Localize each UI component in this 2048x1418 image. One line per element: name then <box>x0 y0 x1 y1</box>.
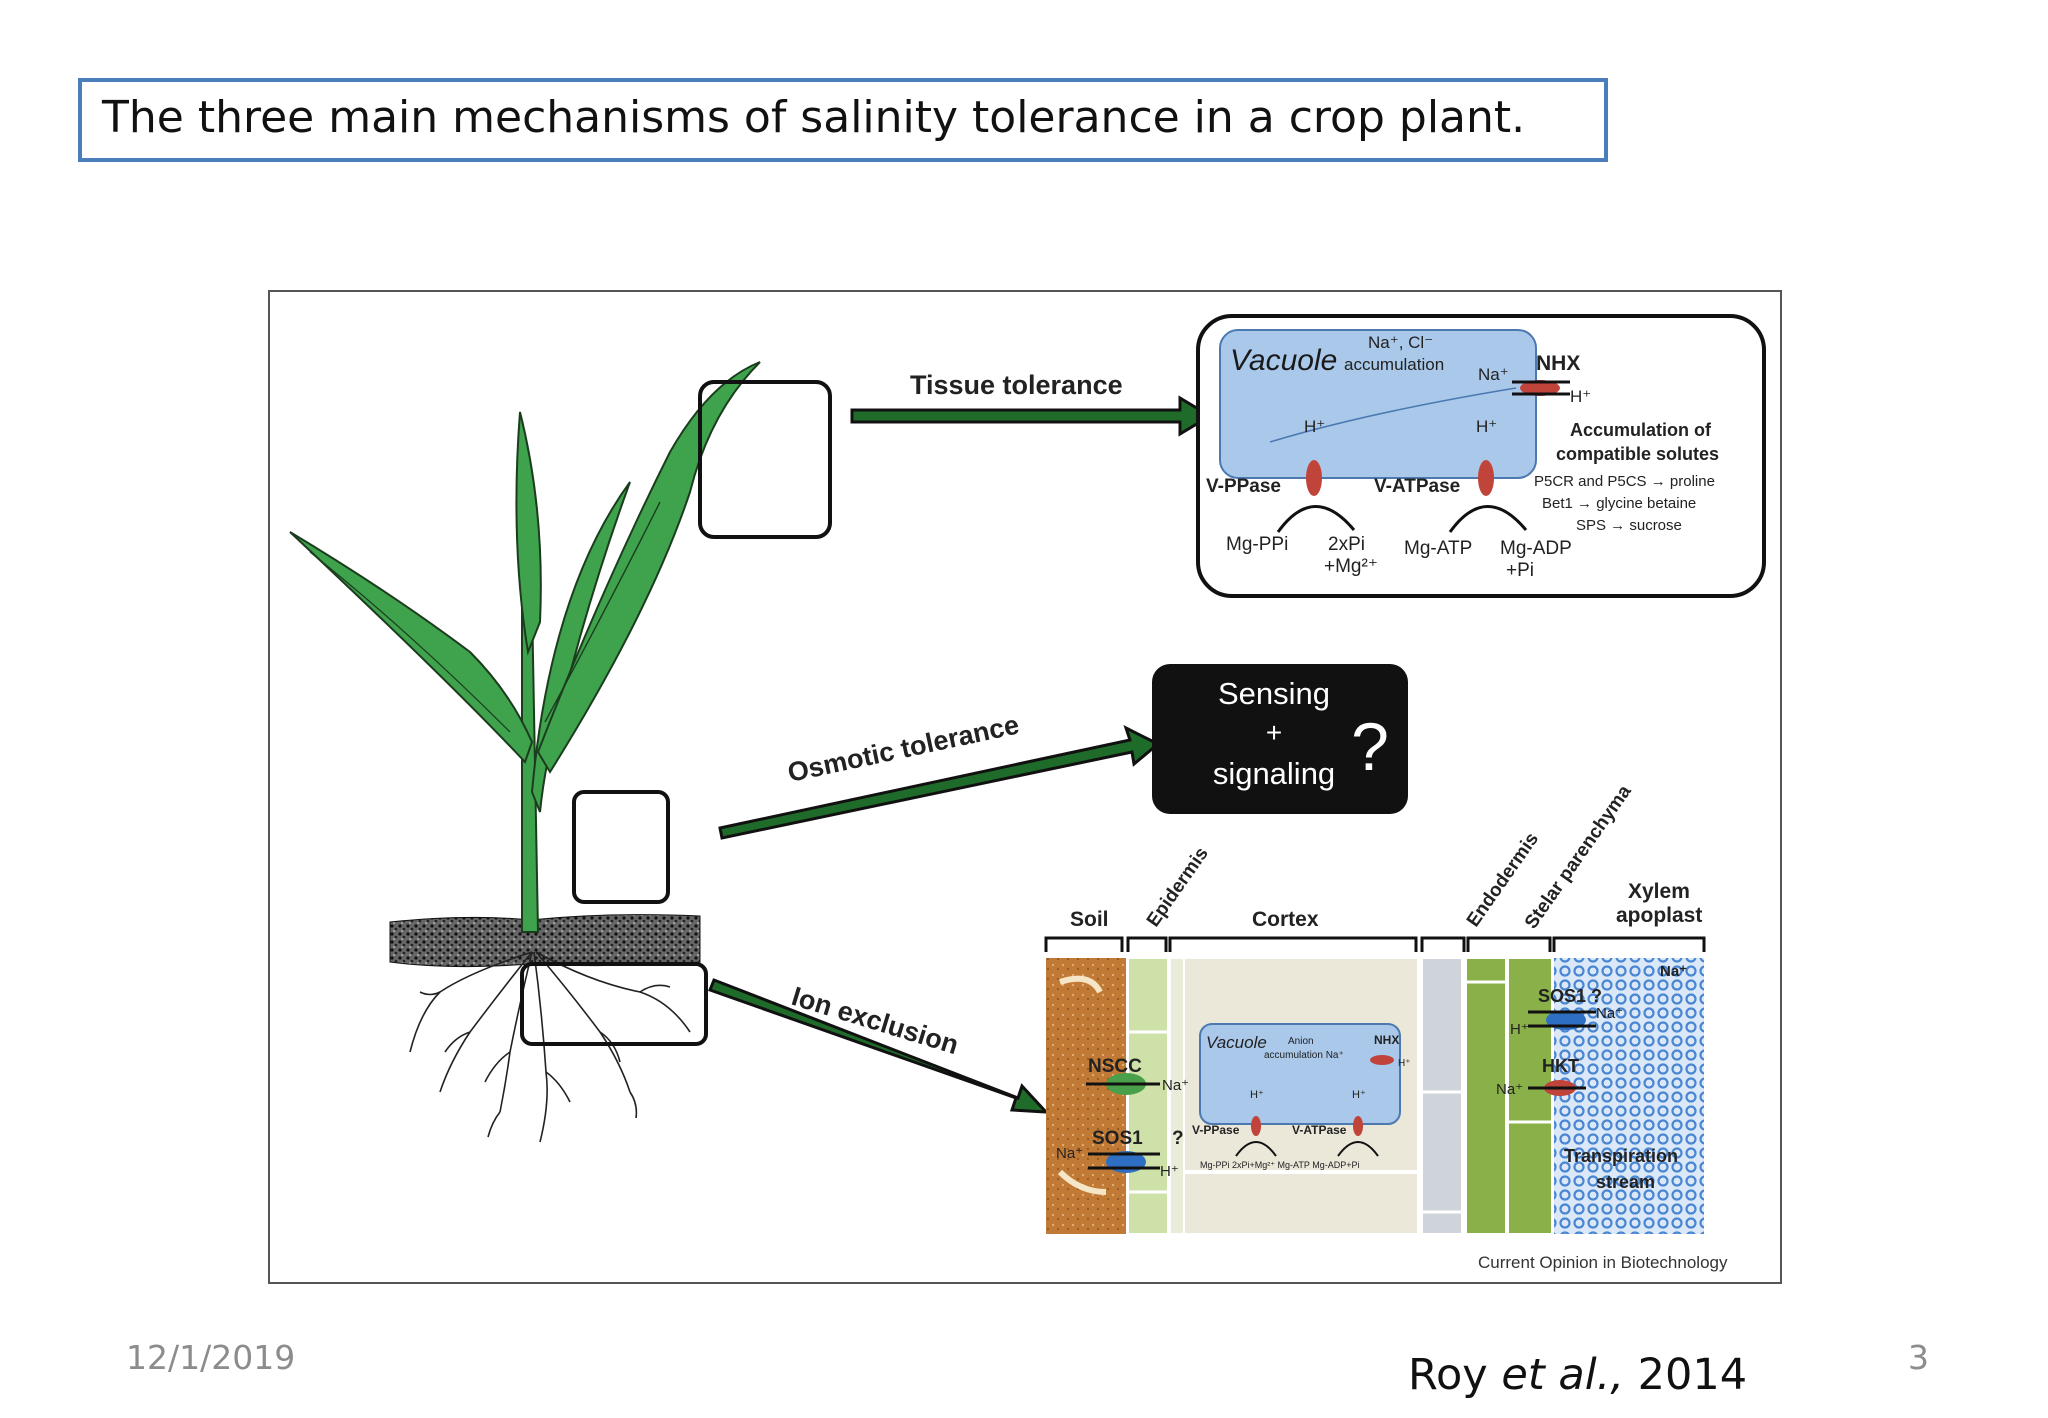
journal-source-label: Current Opinion in Biotechnology <box>1478 1253 1728 1272</box>
mg-atp-label: Mg-ATP <box>1404 538 1472 559</box>
figure-svg: Tissue tolerance Osmotic tolerance Ion e… <box>289 314 1766 1272</box>
sos1-question: ? <box>1172 1128 1184 1149</box>
vacuole-label: Vacuole <box>1230 344 1337 377</box>
mg-ppi-label: Mg-PPi <box>1226 534 1288 555</box>
tissue-tolerance-label: Tissue tolerance <box>910 370 1123 400</box>
sos1-h-label: H⁺ <box>1160 1163 1179 1180</box>
citation: Roy et al., 2014 <box>1408 1350 1747 1400</box>
cortex-h2: H⁺ <box>1352 1089 1366 1101</box>
h-plus-2: H⁺ <box>1476 417 1497 436</box>
stem-box <box>572 790 670 904</box>
xylem-label: Xylem <box>1628 880 1690 903</box>
question-mark: ? <box>1351 709 1389 785</box>
leaf-box <box>698 380 832 539</box>
soil-layer <box>1046 958 1126 1234</box>
nscc-na-label: Na⁺ <box>1162 1077 1189 1094</box>
stream-label: stream <box>1596 1172 1655 1192</box>
tissue-arrow <box>850 395 1213 437</box>
apoplast-label: apoplast <box>1616 904 1702 927</box>
cortex-nhx-label: NHX <box>1374 1033 1399 1047</box>
tissue-tolerance-panel: Vacuole Na⁺, Cl⁻ accumulation Na⁺ NHX H⁺… <box>1196 314 1766 598</box>
pi-label: +Pi <box>1506 560 1534 581</box>
cortex-vppase-label: V-PPase <box>1192 1123 1240 1137</box>
cortex-bottom-reactions: Mg-PPi 2xPi+Mg²⁺ Mg-ATP Mg-ADP+Pi <box>1200 1160 1359 1170</box>
hkt-label: HKT <box>1542 1056 1579 1076</box>
vppase-label: V-PPase <box>1206 476 1281 497</box>
vppase-pump-icon <box>1306 460 1322 496</box>
sos1-label: SOS1 <box>1092 1128 1143 1149</box>
cortex-nhx-icon <box>1370 1055 1394 1065</box>
vatpase-pump-icon <box>1478 460 1494 496</box>
sensing-label: Sensing <box>1218 676 1330 711</box>
mg2-label: +Mg²⁺ <box>1324 556 1378 577</box>
roots <box>409 951 691 1143</box>
plus-label: + <box>1266 717 1282 748</box>
stelar-layer-1 <box>1465 957 1507 1235</box>
cortex-vatpase-label: V-ATPase <box>1292 1123 1347 1137</box>
soil-label: Soil <box>1070 908 1109 931</box>
epidermis-layer <box>1127 957 1169 1235</box>
na-cl-label: Na⁺, Cl⁻ <box>1368 333 1433 352</box>
sos1-na-label: Na⁺ <box>1056 1145 1083 1162</box>
stelar-sos1-h: H⁺ <box>1510 1021 1529 1038</box>
cortex-label: Cortex <box>1252 908 1319 931</box>
mg-adp-label: Mg-ADP <box>1500 538 1572 559</box>
solute-proline: P5CR and P5CS → proline <box>1534 473 1715 490</box>
transpiration-label: Transpiration <box>1564 1146 1678 1166</box>
signaling-label: signaling <box>1213 756 1335 791</box>
xylem-layer <box>1554 958 1704 1234</box>
cortex-vacuole-label: Vacuole <box>1206 1033 1267 1052</box>
sensing-signaling-box: Sensing + signaling ? <box>1152 664 1408 814</box>
hkt-na-label: Na⁺ <box>1496 1081 1523 1098</box>
citation-year: 2014 <box>1637 1350 1748 1400</box>
citation-etal: et al., <box>1501 1350 1624 1400</box>
root-box <box>520 962 708 1046</box>
solute-sucrose: SPS → sucrose <box>1576 517 1682 534</box>
citation-author: Roy <box>1408 1350 1488 1400</box>
cortex-vacuole <box>1199 1023 1401 1125</box>
h-label: H⁺ <box>1570 387 1591 406</box>
xylem-na-label: Na⁺ <box>1660 963 1687 980</box>
solute-glycine-betaine: Bet1 → glycine betaine <box>1542 495 1696 512</box>
compatible-solutes-line1: Accumulation of <box>1570 420 1712 440</box>
anion-label: Anion <box>1288 1036 1314 1047</box>
endodermis-layer <box>1421 957 1463 1235</box>
title-box: The three main mechanisms of salinity to… <box>78 78 1608 162</box>
accumulation-label: accumulation <box>1344 355 1444 374</box>
cortex-vatpase-icon <box>1353 1116 1363 1136</box>
two-pi-label: 2xPi <box>1328 534 1365 555</box>
osmotic-arrow <box>718 725 1161 840</box>
nscc-label: NSCC <box>1088 1056 1142 1077</box>
h-plus-1: H⁺ <box>1304 417 1325 436</box>
cortex-h1: H⁺ <box>1250 1089 1264 1101</box>
page-number: 3 <box>1908 1338 1929 1377</box>
cortex-nhx-h: H⁺ <box>1398 1058 1411 1069</box>
cortex-vppase-icon <box>1251 1116 1261 1136</box>
ion-exclusion-panel: Soil Epidermis Cortex Endodermis Stelar … <box>1044 781 1706 1235</box>
plant-illustration <box>289 361 832 1143</box>
epidermis-label: Epidermis <box>1143 844 1213 931</box>
slide-title: The three main mechanisms of salinity to… <box>102 92 1526 143</box>
anion-accumulation-label: accumulation Na⁺ <box>1264 1050 1344 1061</box>
slide-date: 12/1/2019 <box>126 1338 296 1377</box>
nhx-label: NHX <box>1536 352 1580 375</box>
stelar-sos1-label: SOS1 ? <box>1538 986 1602 1006</box>
nhx-transporter-icon <box>1520 380 1560 396</box>
stelar-layer-2 <box>1507 957 1553 1235</box>
ion-arrow <box>708 978 1050 1114</box>
salinity-figure: Tissue tolerance Osmotic tolerance Ion e… <box>268 290 1782 1284</box>
stelar-sos1-na: Na⁺ <box>1596 1005 1623 1022</box>
na-label: Na⁺ <box>1478 365 1509 384</box>
compatible-solutes-line2: compatible solutes <box>1556 444 1719 464</box>
vatpase-label: V-ATPase <box>1374 476 1460 497</box>
